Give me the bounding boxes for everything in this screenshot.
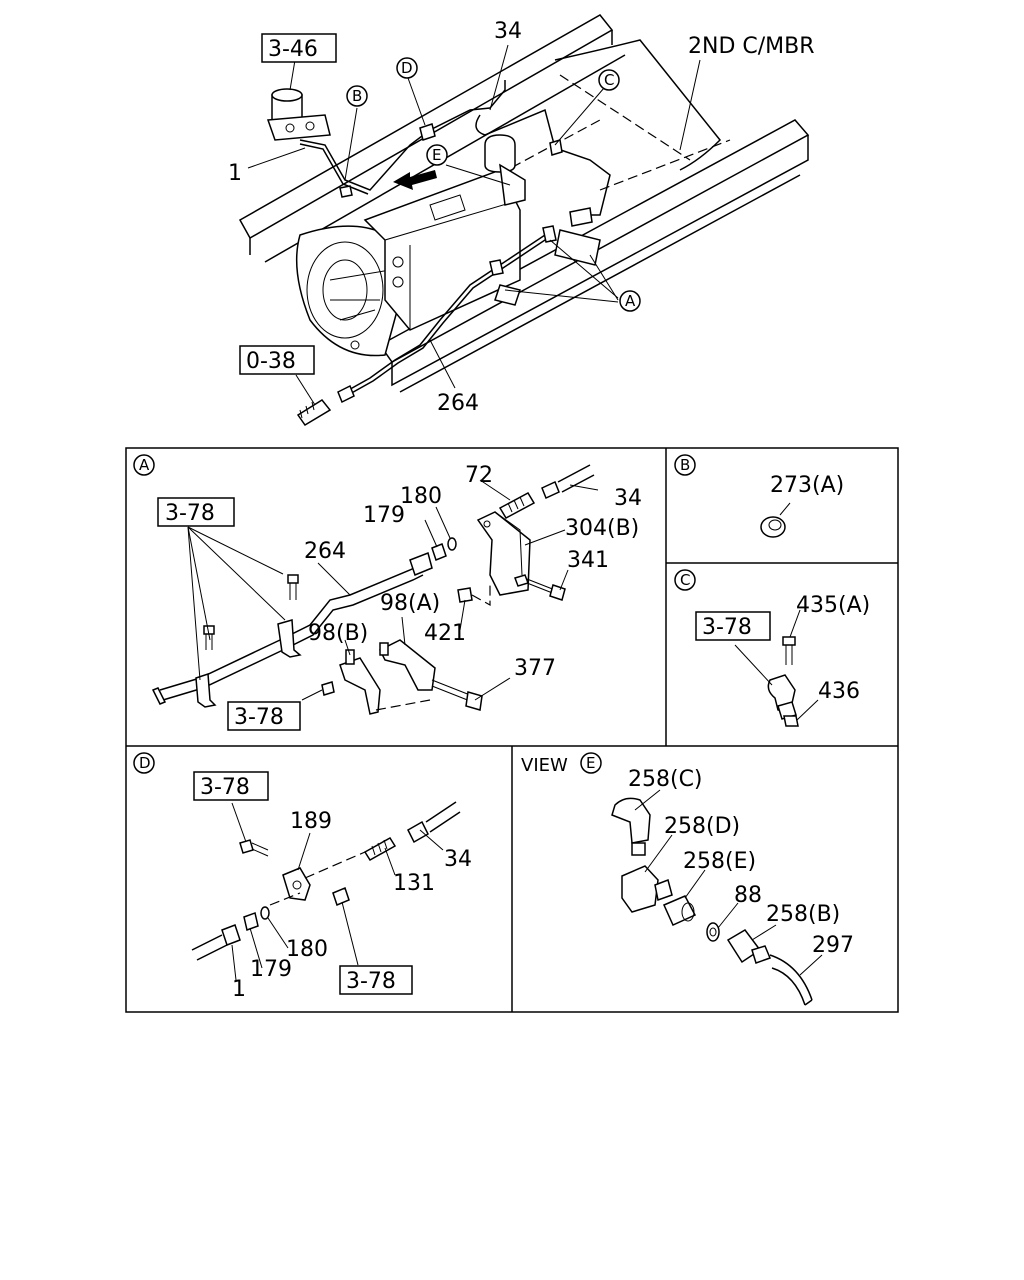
panel-d-callout xyxy=(133,752,155,774)
panel-a-part-34: 34 xyxy=(614,486,642,511)
panel-e-view-label: VIEW xyxy=(521,755,568,776)
panel-d-ref-box-1[interactable] xyxy=(193,771,269,801)
panel-b: B 273(A) xyxy=(674,454,844,538)
panel-c: C 3-78 435(A) 436 xyxy=(674,569,870,727)
panel-a-ref-box-1[interactable] xyxy=(157,497,235,527)
air-dryer xyxy=(266,59,331,141)
panel-e-part-258b: 258(B) xyxy=(766,902,840,927)
frame-label: 2ND C/MBR xyxy=(688,34,815,59)
callout-c-main-label: C xyxy=(604,71,614,89)
panel-c-ref-box-label: 3-78 xyxy=(702,615,752,640)
ref-box-3-46-label: 3-46 xyxy=(268,37,318,62)
panel-a-part-98a: 98(A) xyxy=(380,591,440,616)
panel-c-callout xyxy=(674,569,696,591)
panel-a-part-341: 341 xyxy=(567,548,609,573)
brackets-a xyxy=(494,229,601,306)
part-264-label: 264 xyxy=(437,391,479,416)
panel-a-part-179: 179 xyxy=(363,503,405,528)
panel-a-part-98b: 98(B) xyxy=(308,621,368,646)
panel-d-part-34: 34 xyxy=(444,847,472,872)
panel-a-part-304b: 304(B) xyxy=(565,516,639,541)
panel-a-part-264: 264 xyxy=(304,539,346,564)
panel-d-part-179: 179 xyxy=(250,957,292,982)
panel-d-ref-box-2-label: 3-78 xyxy=(346,969,396,994)
callout-b-main-label: B xyxy=(352,87,362,105)
pipe-routes xyxy=(299,80,611,396)
front-arrow-icon xyxy=(393,170,437,190)
panel-d-ref-box-2[interactable] xyxy=(339,965,413,995)
callout-d-main xyxy=(396,57,418,79)
callout-a-main-label: A xyxy=(625,292,636,310)
panel-a-title: A xyxy=(139,456,150,474)
panel-e: VIEW E 258(C) 258(D) 258(E) 88 258(B) xyxy=(521,752,854,1006)
main-assembly: 2ND C/MBR 3-46 0-38 1 34 264 B D C E A xyxy=(228,14,815,427)
panel-a-part-377: 377 xyxy=(514,656,556,681)
panel-e-part-258d: 258(D) xyxy=(664,814,740,839)
panel-a: A xyxy=(133,454,642,731)
ref-box-3-46[interactable] xyxy=(261,33,337,63)
part-34-label: 34 xyxy=(494,19,522,44)
panel-a-part-180: 180 xyxy=(400,484,442,509)
panel-e-part-258e: 258(E) xyxy=(683,849,756,874)
transmission xyxy=(295,134,526,357)
main-leaders xyxy=(247,44,701,406)
panel-b-part-273a: 273(A) xyxy=(770,473,844,498)
panel-a-part-421: 421 xyxy=(424,621,466,646)
end-connector xyxy=(296,384,355,427)
panel-d: D 3-78 3-78 xyxy=(133,752,472,1002)
panel-e-callout xyxy=(580,752,602,774)
panel-b-title: B xyxy=(680,456,690,474)
panel-d-part-1: 1 xyxy=(232,977,246,1002)
panel-e-part-258c: 258(C) xyxy=(628,767,703,792)
callout-e-main xyxy=(426,144,448,166)
panel-d-part-189: 189 xyxy=(290,809,332,834)
ref-box-0-38-label: 0-38 xyxy=(246,349,296,374)
panel-d-title: D xyxy=(139,754,151,772)
panel-d-part-180: 180 xyxy=(286,937,328,962)
panel-c-title: C xyxy=(680,571,690,589)
callout-d-main-label: D xyxy=(401,59,413,77)
panel-a-ref-box-2-label: 3-78 xyxy=(234,705,284,730)
callout-c-main xyxy=(598,69,620,91)
panel-b-callout xyxy=(674,454,696,476)
panel-e-title: E xyxy=(586,754,595,772)
panel-c-part-435a: 435(A) xyxy=(796,593,870,618)
detail-panels-frame xyxy=(125,447,899,1013)
panel-e-part-88: 88 xyxy=(734,883,762,908)
panel-d-ref-box-1-label: 3-78 xyxy=(200,775,250,800)
part-1-label: 1 xyxy=(228,161,242,186)
panel-a-ref-box-2[interactable] xyxy=(227,701,301,731)
panel-a-part-72: 72 xyxy=(465,463,493,488)
panel-a-ref-box-1-label: 3-78 xyxy=(165,501,215,526)
callout-b-main xyxy=(346,85,368,107)
panel-d-part-131: 131 xyxy=(393,871,435,896)
panel-c-ref-box[interactable] xyxy=(695,611,771,641)
callout-a-main xyxy=(619,290,641,312)
panel-a-callout xyxy=(133,454,155,476)
callout-e-main-label: E xyxy=(432,146,441,164)
frame-rail-right xyxy=(378,119,810,393)
ref-box-0-38[interactable] xyxy=(239,345,315,375)
panel-c-part-436: 436 xyxy=(818,679,860,704)
panel-e-part-297: 297 xyxy=(812,933,854,958)
